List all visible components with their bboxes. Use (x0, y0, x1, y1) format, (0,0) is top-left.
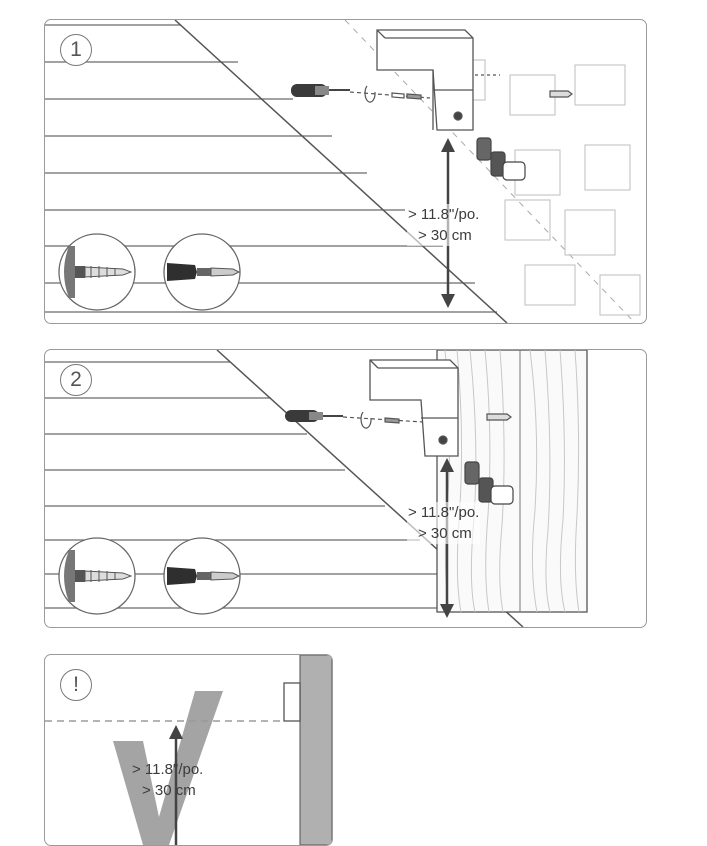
wall-cut-line (174, 20, 508, 323)
clearance-imperial: > 11.8"/po. (132, 761, 204, 778)
hose-connector (476, 137, 526, 181)
screwdriver-detail-icon (163, 537, 241, 615)
mounting-bracket (369, 359, 459, 457)
mounting-bracket (376, 29, 474, 131)
wall-section (299, 655, 332, 845)
hose-connector (464, 461, 514, 505)
step-1-panel: 1 > 11.8"/po. > 30 cm (44, 19, 647, 324)
warning-badge: ! (60, 669, 92, 701)
dimension-arrow (169, 725, 183, 845)
step-2-panel: 2 > 11.8"/po. > 30 cm (44, 349, 647, 628)
clearance-imperial: > 11.8"/po. (408, 504, 480, 521)
step-badge: 2 (60, 364, 92, 396)
warning-illustration (45, 655, 332, 845)
mounting-bracket (283, 682, 301, 722)
clearance-metric: > 30 cm (418, 227, 472, 244)
anchor-detail-icon (58, 537, 136, 615)
clearance-metric: > 30 cm (142, 782, 196, 799)
screws (342, 413, 512, 424)
wall-cut-line-inner (344, 20, 636, 323)
clearance-imperial: > 11.8"/po. (408, 206, 480, 223)
clearance-metric: > 30 cm (418, 525, 472, 542)
check-mark-icon (113, 691, 223, 845)
screwdriver-icon (291, 84, 376, 103)
warning-panel: ! > 11.8"/po. > 30 cm (44, 654, 333, 846)
step-1-illustration (45, 20, 641, 323)
step-badge: 1 (60, 34, 92, 66)
clearance-label: > 11.8"/po. > 30 cm (407, 502, 481, 544)
screwdriver-icon (285, 410, 372, 429)
anchor-detail-icon (58, 233, 136, 311)
screws-and-anchors (349, 74, 573, 100)
clearance-label: > 11.8"/po. > 30 cm (407, 204, 481, 246)
wood-stud (436, 350, 588, 613)
clearance-label: > 11.8"/po. > 30 cm (131, 759, 204, 801)
screwdriver-detail-icon (163, 233, 241, 311)
step-2-illustration (45, 350, 588, 627)
